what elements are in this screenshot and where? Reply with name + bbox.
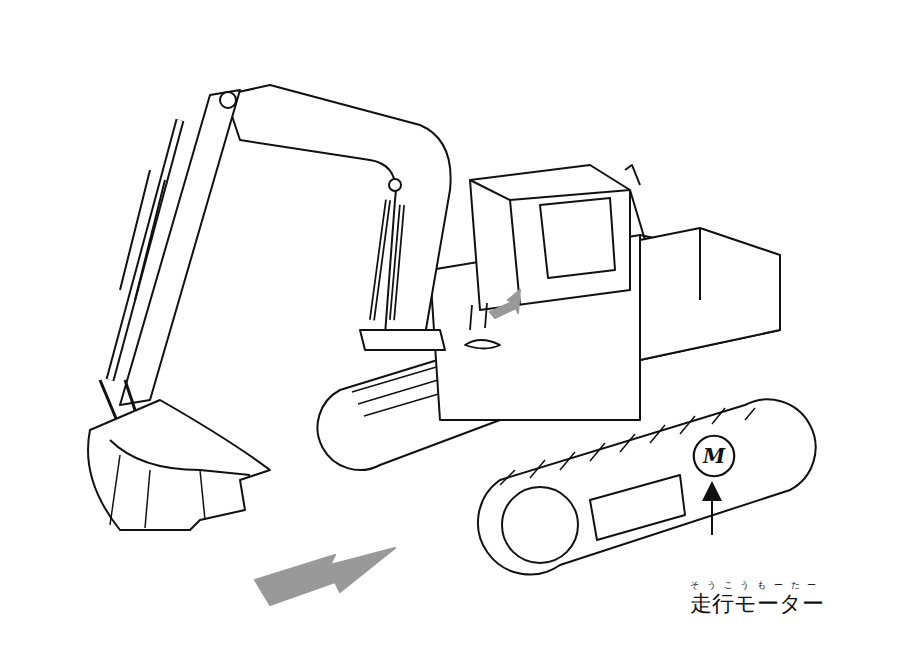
motor-symbol: M — [703, 444, 725, 468]
part-name: 走行モーター — [690, 592, 824, 616]
furigana: そうこうもーたー — [690, 581, 824, 591]
motor-circle: M — [692, 434, 736, 478]
leader-line — [711, 485, 713, 535]
